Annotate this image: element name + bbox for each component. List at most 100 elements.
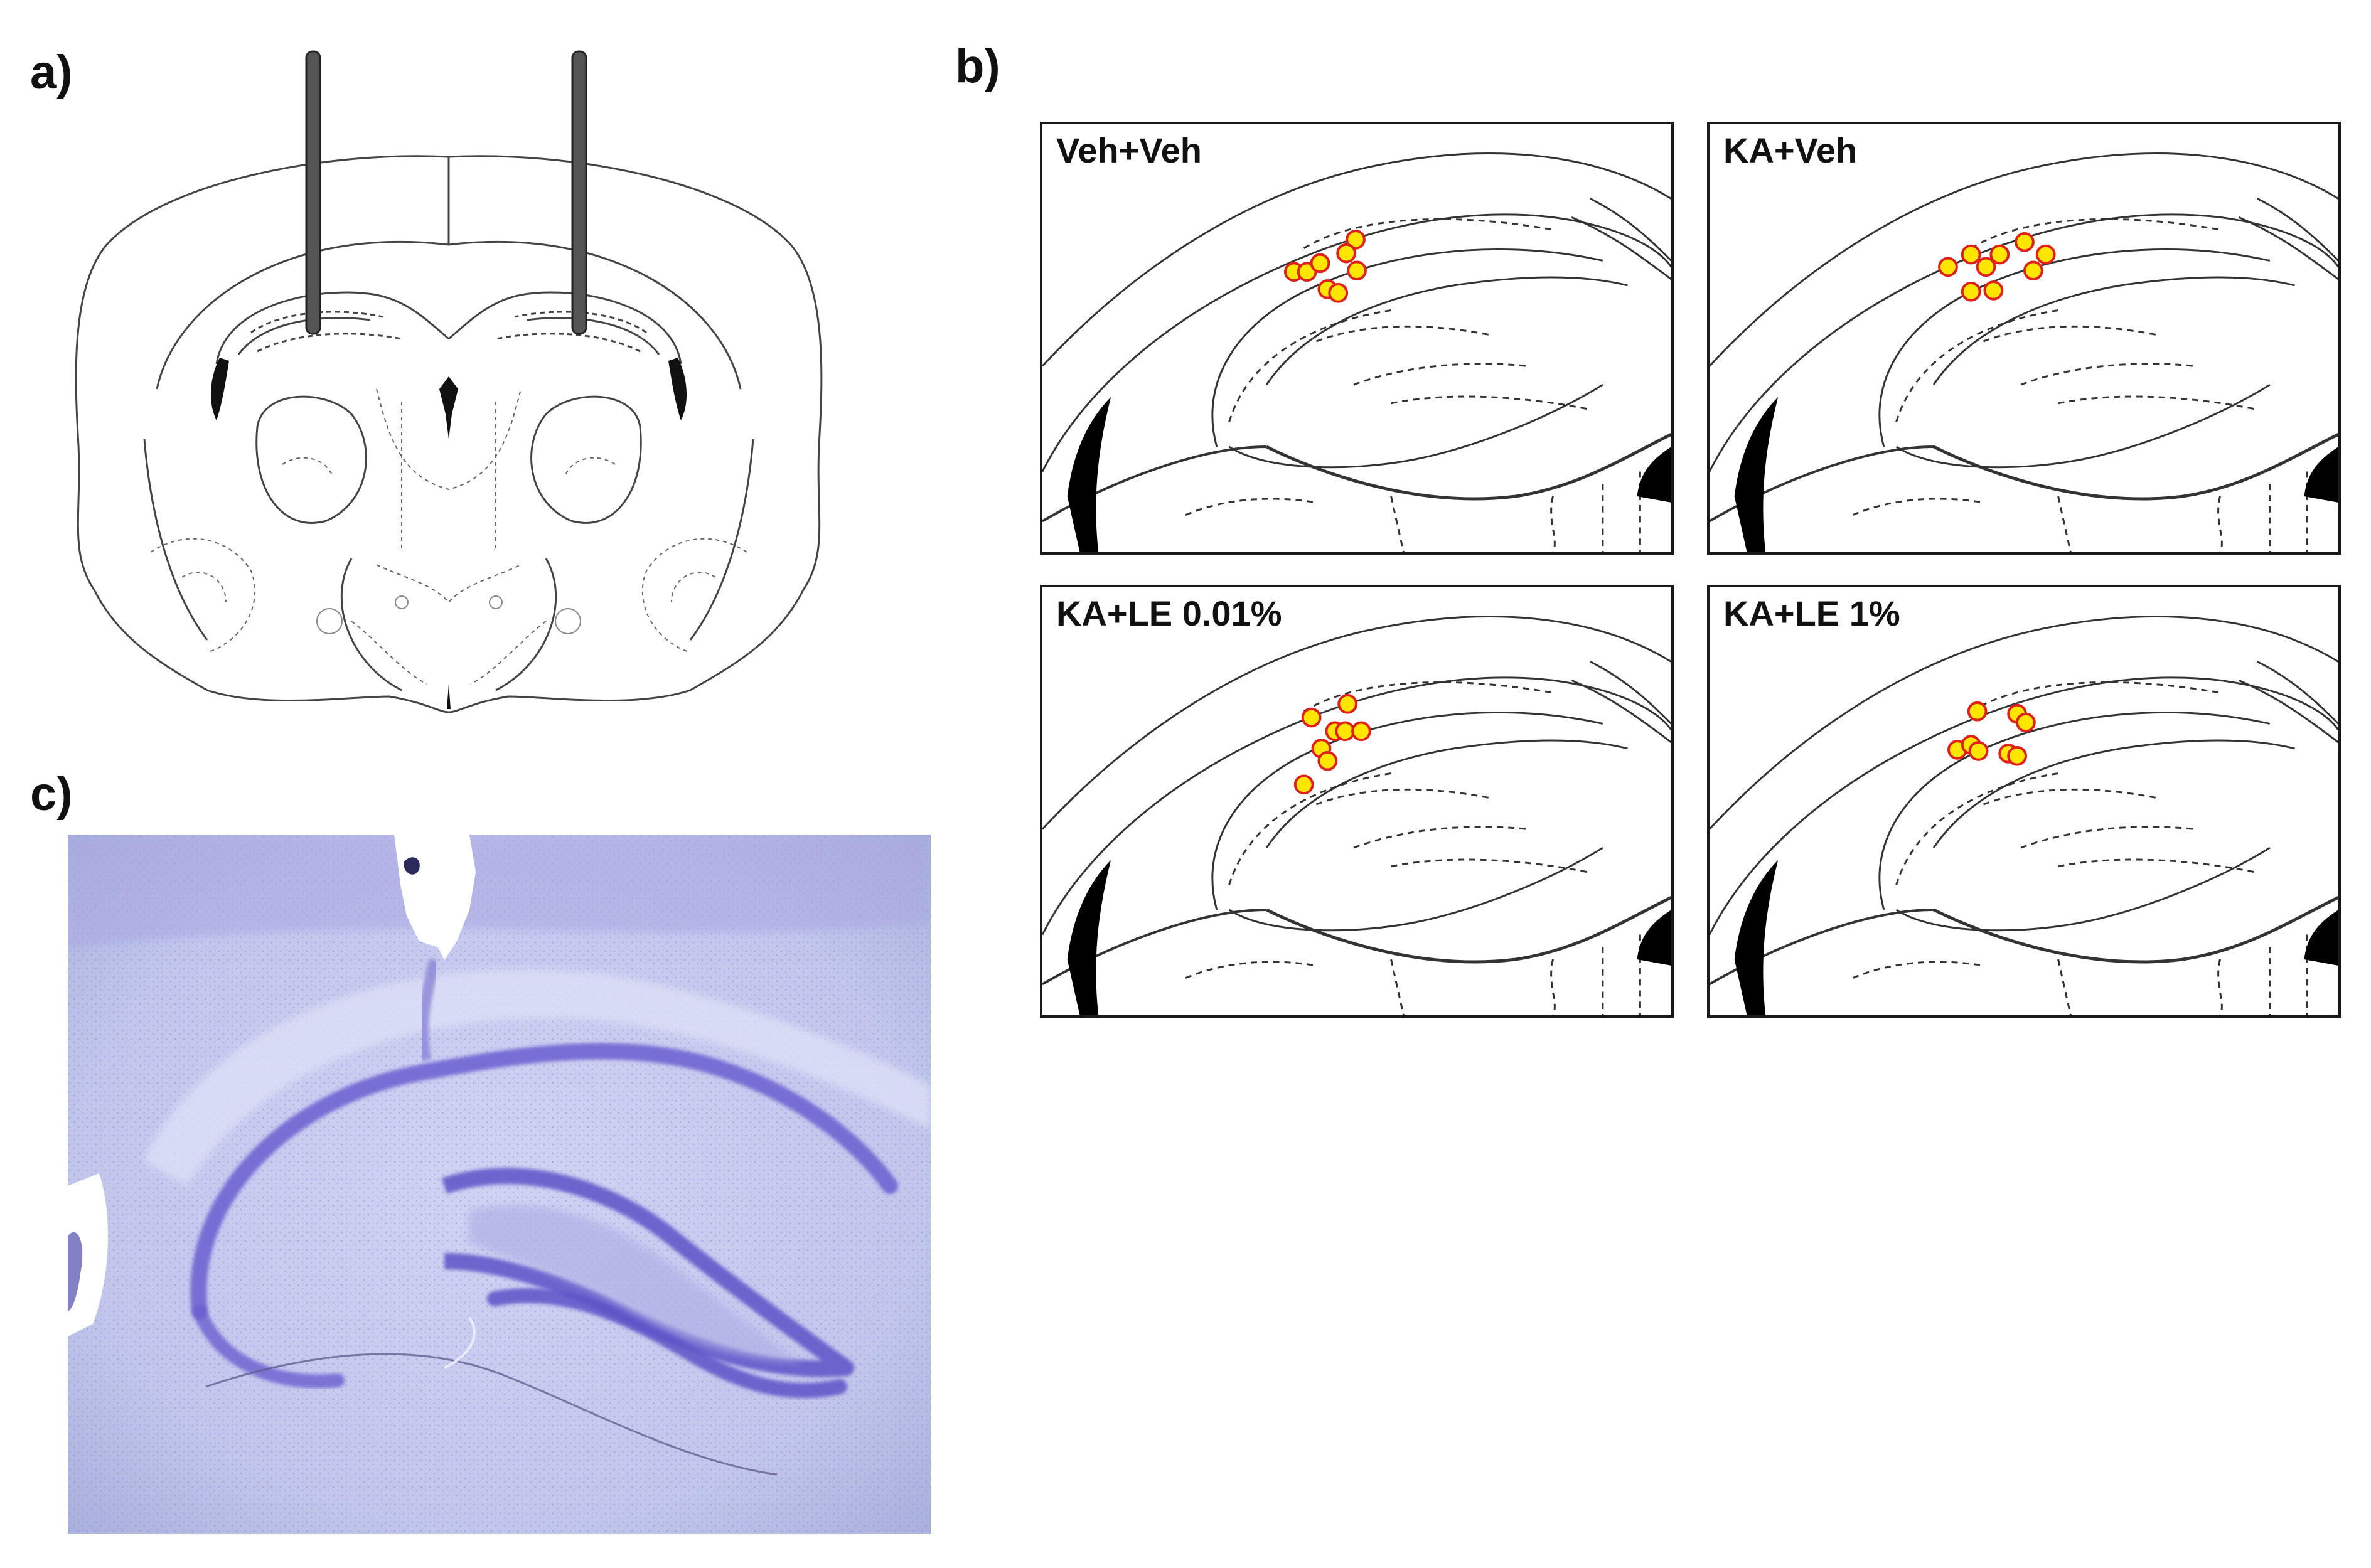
coronal-section-diagram	[75, 50, 823, 713]
ventricle-right	[1637, 909, 1671, 966]
hippocampus-outline-3	[1228, 846, 1603, 932]
injection-site-marker	[1293, 774, 1314, 795]
injection-site-marker	[1938, 257, 1958, 277]
injection-site-marker	[1328, 283, 1349, 303]
injection-site-marker	[1337, 694, 1357, 714]
hippocampus-outline-16	[1185, 961, 1317, 979]
hippocampus-outline-13	[1550, 959, 1556, 1015]
brain-outline	[75, 155, 823, 713]
hippocampus-outline-17	[1590, 198, 1671, 262]
hippocampus-outline-4	[1265, 276, 1628, 385]
injection-site-marker	[2015, 232, 2035, 252]
injection-site-marker	[1346, 230, 1366, 250]
hippocampus-outline-8	[1391, 395, 1591, 411]
ventricle-left	[1734, 860, 1779, 1015]
hippocampus-outline-13	[1550, 496, 1556, 552]
inset-ka-le-001: KA+LE 0.01%	[1040, 585, 1674, 1018]
ventricle-right	[2304, 446, 2338, 503]
inset-veh-veh: Veh+Veh	[1040, 122, 1674, 555]
hippocampus-outline-0	[1710, 152, 2338, 367]
hippocampus-outline-2	[1878, 248, 2271, 447]
hippocampus-outline-9	[1303, 681, 1553, 712]
injection-site-marker	[1347, 260, 1367, 281]
injection-site-marker	[1989, 244, 2010, 265]
injection-site-marker	[1968, 741, 1989, 761]
ventricle-right	[1637, 446, 1671, 503]
hippocampus-outline-13	[2217, 959, 2223, 1015]
hippocampus-schematic	[1710, 616, 2338, 1015]
inset-ka-veh: KA+Veh	[1707, 122, 2341, 555]
nissl-photomicrograph	[68, 835, 931, 1534]
hippocampus-outline-11	[1266, 895, 1671, 964]
injection-site-marker	[1336, 243, 1357, 264]
hippocampus-outline-17	[2257, 198, 2338, 262]
hippocampus-outline-9	[1970, 218, 2220, 249]
hippocampus-outline-4	[1265, 739, 1628, 848]
injection-site-marker	[2016, 712, 2036, 733]
hippocampus-schematic	[1042, 152, 1671, 552]
injection-site-marker	[2023, 260, 2043, 281]
ventricle-left	[1734, 397, 1779, 552]
cannula-left	[305, 50, 321, 335]
injection-site-marker	[1976, 257, 1996, 277]
hippocampus-outline-5	[1983, 325, 2158, 343]
hippocampus-outline-5	[1315, 788, 1491, 806]
hippocampus-outline-5	[1983, 788, 2158, 806]
injection-site-marker	[1961, 244, 1981, 265]
injection-site-marker	[1961, 282, 1981, 302]
hippocampus-outline-8	[2058, 395, 2258, 411]
inset-ka-le-1: KA+LE 1%	[1707, 585, 2341, 1018]
hippocampus-outline-13	[2217, 496, 2223, 552]
panel-label-b: b)	[955, 40, 1000, 93]
hippocampus-outline-7	[1895, 309, 2058, 422]
ventricle-left	[1067, 860, 1111, 1015]
hippocampus-outline-1	[1710, 213, 2338, 472]
hippocampus-schematic	[1042, 616, 1671, 1015]
hippocampus-outline-16	[1185, 498, 1317, 516]
hippocampus-outline-2	[1211, 248, 1603, 447]
hippocampus-outline-1	[1710, 676, 2338, 936]
injection-site-marker	[1967, 701, 1988, 722]
hippocampus-outline-7	[1228, 309, 1391, 422]
hippocampus-outline-3	[1228, 383, 1603, 469]
hippocampus-outline-12	[2057, 959, 2072, 1015]
hippocampus-outline-11	[1933, 432, 2338, 501]
panel-label-c: c)	[30, 767, 73, 821]
hippocampus-outline-17	[2257, 661, 2338, 725]
hippocampus-outline-9	[1970, 681, 2220, 712]
group-label: KA+LE 0.01%	[1056, 594, 1282, 633]
hippocampus-outline-1	[1042, 676, 1671, 936]
hippocampus-outline-18	[1571, 216, 1671, 280]
hippocampus-outline-18	[2238, 679, 2338, 744]
injection-site-marker	[1317, 750, 1338, 771]
hippocampus-outline-17	[1590, 661, 1671, 725]
hippocampus-schematic	[1710, 152, 2338, 552]
hippocampus-outline-11	[1266, 432, 1671, 501]
hippocampus-outline-6	[2020, 363, 2195, 386]
injection-site-marker	[1983, 280, 2004, 301]
cannula-right	[571, 50, 587, 335]
hippocampus-outline-18	[1571, 679, 1671, 744]
group-label: KA+LE 1%	[1723, 594, 1900, 633]
hippocampus-outline-4	[1932, 276, 2295, 385]
hippocampus-outline-2	[1211, 711, 1603, 910]
hippocampus-outline-7	[1228, 772, 1391, 885]
hippocampus-outline-16	[1852, 961, 1984, 979]
hippocampus-outline-11	[1933, 895, 2338, 964]
hippocampus-outline-6	[1353, 826, 1528, 849]
hippocampus-outline-12	[2057, 496, 2072, 552]
injection-site-marker	[1310, 253, 1330, 274]
hippocampus-outline-9	[1303, 218, 1553, 249]
injection-site-marker	[1301, 707, 1322, 728]
injection-site-marker	[1351, 721, 1371, 742]
panel-label-a: a)	[30, 46, 73, 99]
hippocampus-outline-0	[1710, 616, 2338, 830]
group-label: Veh+Veh	[1056, 131, 1202, 170]
hippocampus-outline-3	[1895, 846, 2271, 932]
hippocampus-outline-16	[1852, 498, 1984, 516]
ventricle-left	[1067, 397, 1111, 552]
hippocampus-outline-12	[1390, 959, 1405, 1015]
group-label: KA+Veh	[1723, 131, 1858, 170]
hippocampus-outline-18	[2238, 216, 2338, 280]
hippocampus-outline-1	[1042, 213, 1671, 472]
